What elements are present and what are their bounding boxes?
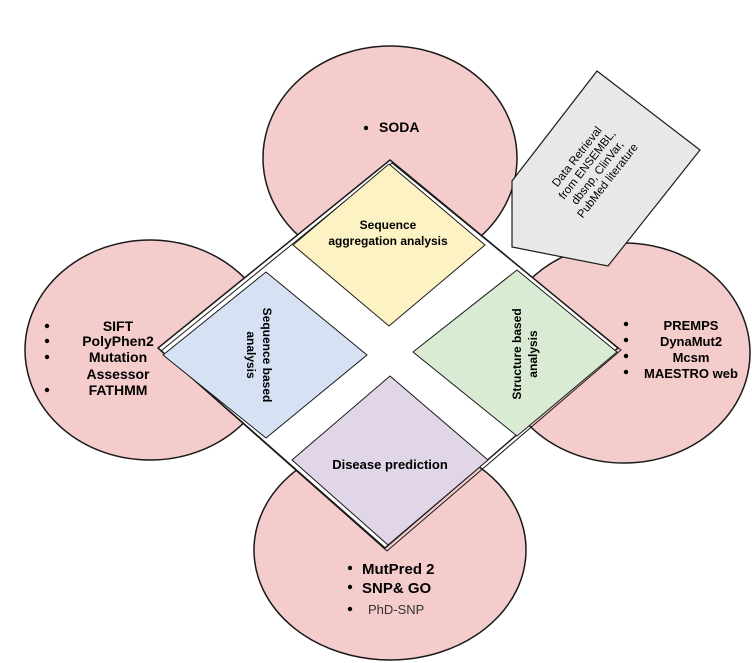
right-tools-list: PREMPS DynaMut2 Mcsm MAESTRO web	[623, 318, 738, 381]
left-tools-list: SIFT PolyPhen2 Mutation Assessor FATHMM	[44, 318, 154, 398]
sequence-based-label: Sequence based analysis	[244, 308, 274, 403]
tool-dynamut2: DynaMut2	[660, 334, 722, 349]
tool-snp-go: SNP& GO	[362, 580, 432, 597]
bullet-dot	[347, 565, 353, 571]
bullet-dot	[44, 323, 50, 329]
tool-premps: PREMPS	[664, 318, 719, 333]
data-retrieval-label: Data Retrieval from ENSEMBL, dbsnp, Clin…	[550, 125, 641, 221]
label-line: aggregation analysis	[328, 234, 448, 248]
label-line: Sequence	[360, 218, 417, 232]
data-retrieval-arrow	[511, 70, 701, 267]
tool-soda: SODA	[379, 119, 419, 135]
structure-based-diamond	[412, 269, 618, 437]
bullet-dot	[623, 353, 629, 359]
tool-assessor: Assessor	[86, 366, 150, 382]
bullet-dot	[44, 387, 50, 393]
label-line: Structure based	[510, 308, 524, 399]
tool-mutation: Mutation	[89, 349, 147, 365]
label-line: Sequence based	[260, 308, 274, 403]
tool-fathmm: FATHMM	[89, 382, 148, 398]
bullet-dot	[44, 354, 50, 360]
bullet-dot	[623, 321, 629, 327]
tool-maestro-web: MAESTRO web	[644, 366, 738, 381]
bullet-dot	[44, 338, 50, 344]
top-tools-list: SODA	[363, 119, 419, 135]
disease-prediction-diamond	[291, 375, 489, 546]
sequence-aggregation-label: Sequence aggregation analysis	[328, 218, 448, 248]
tool-mutpred2: MutPred 2	[362, 561, 435, 578]
sequence-aggregation-diamond	[292, 163, 486, 327]
sequence-based-diamond	[162, 271, 368, 439]
tool-mcsm: Mcsm	[673, 350, 710, 365]
tool-phd-snp: PhD-SNP	[368, 602, 424, 617]
bottom-tools-list: MutPred 2 SNP& GO PhD-SNP	[347, 561, 435, 617]
disease-prediction-label: Disease prediction	[332, 457, 448, 472]
bullet-dot	[347, 606, 353, 612]
structure-based-label: Structure based analysis	[510, 308, 540, 399]
bullet-dot	[347, 584, 353, 590]
label-line: Disease prediction	[332, 457, 448, 472]
bullet-dot	[623, 369, 629, 375]
bullet-dot	[363, 125, 369, 131]
bullet-dot	[623, 337, 629, 343]
tool-sift: SIFT	[103, 318, 134, 334]
label-line: analysis	[244, 331, 258, 379]
label-line: analysis	[526, 330, 540, 378]
tool-polyphen2: PolyPhen2	[82, 333, 154, 349]
central-diamond-frame-shadow	[160, 162, 622, 552]
